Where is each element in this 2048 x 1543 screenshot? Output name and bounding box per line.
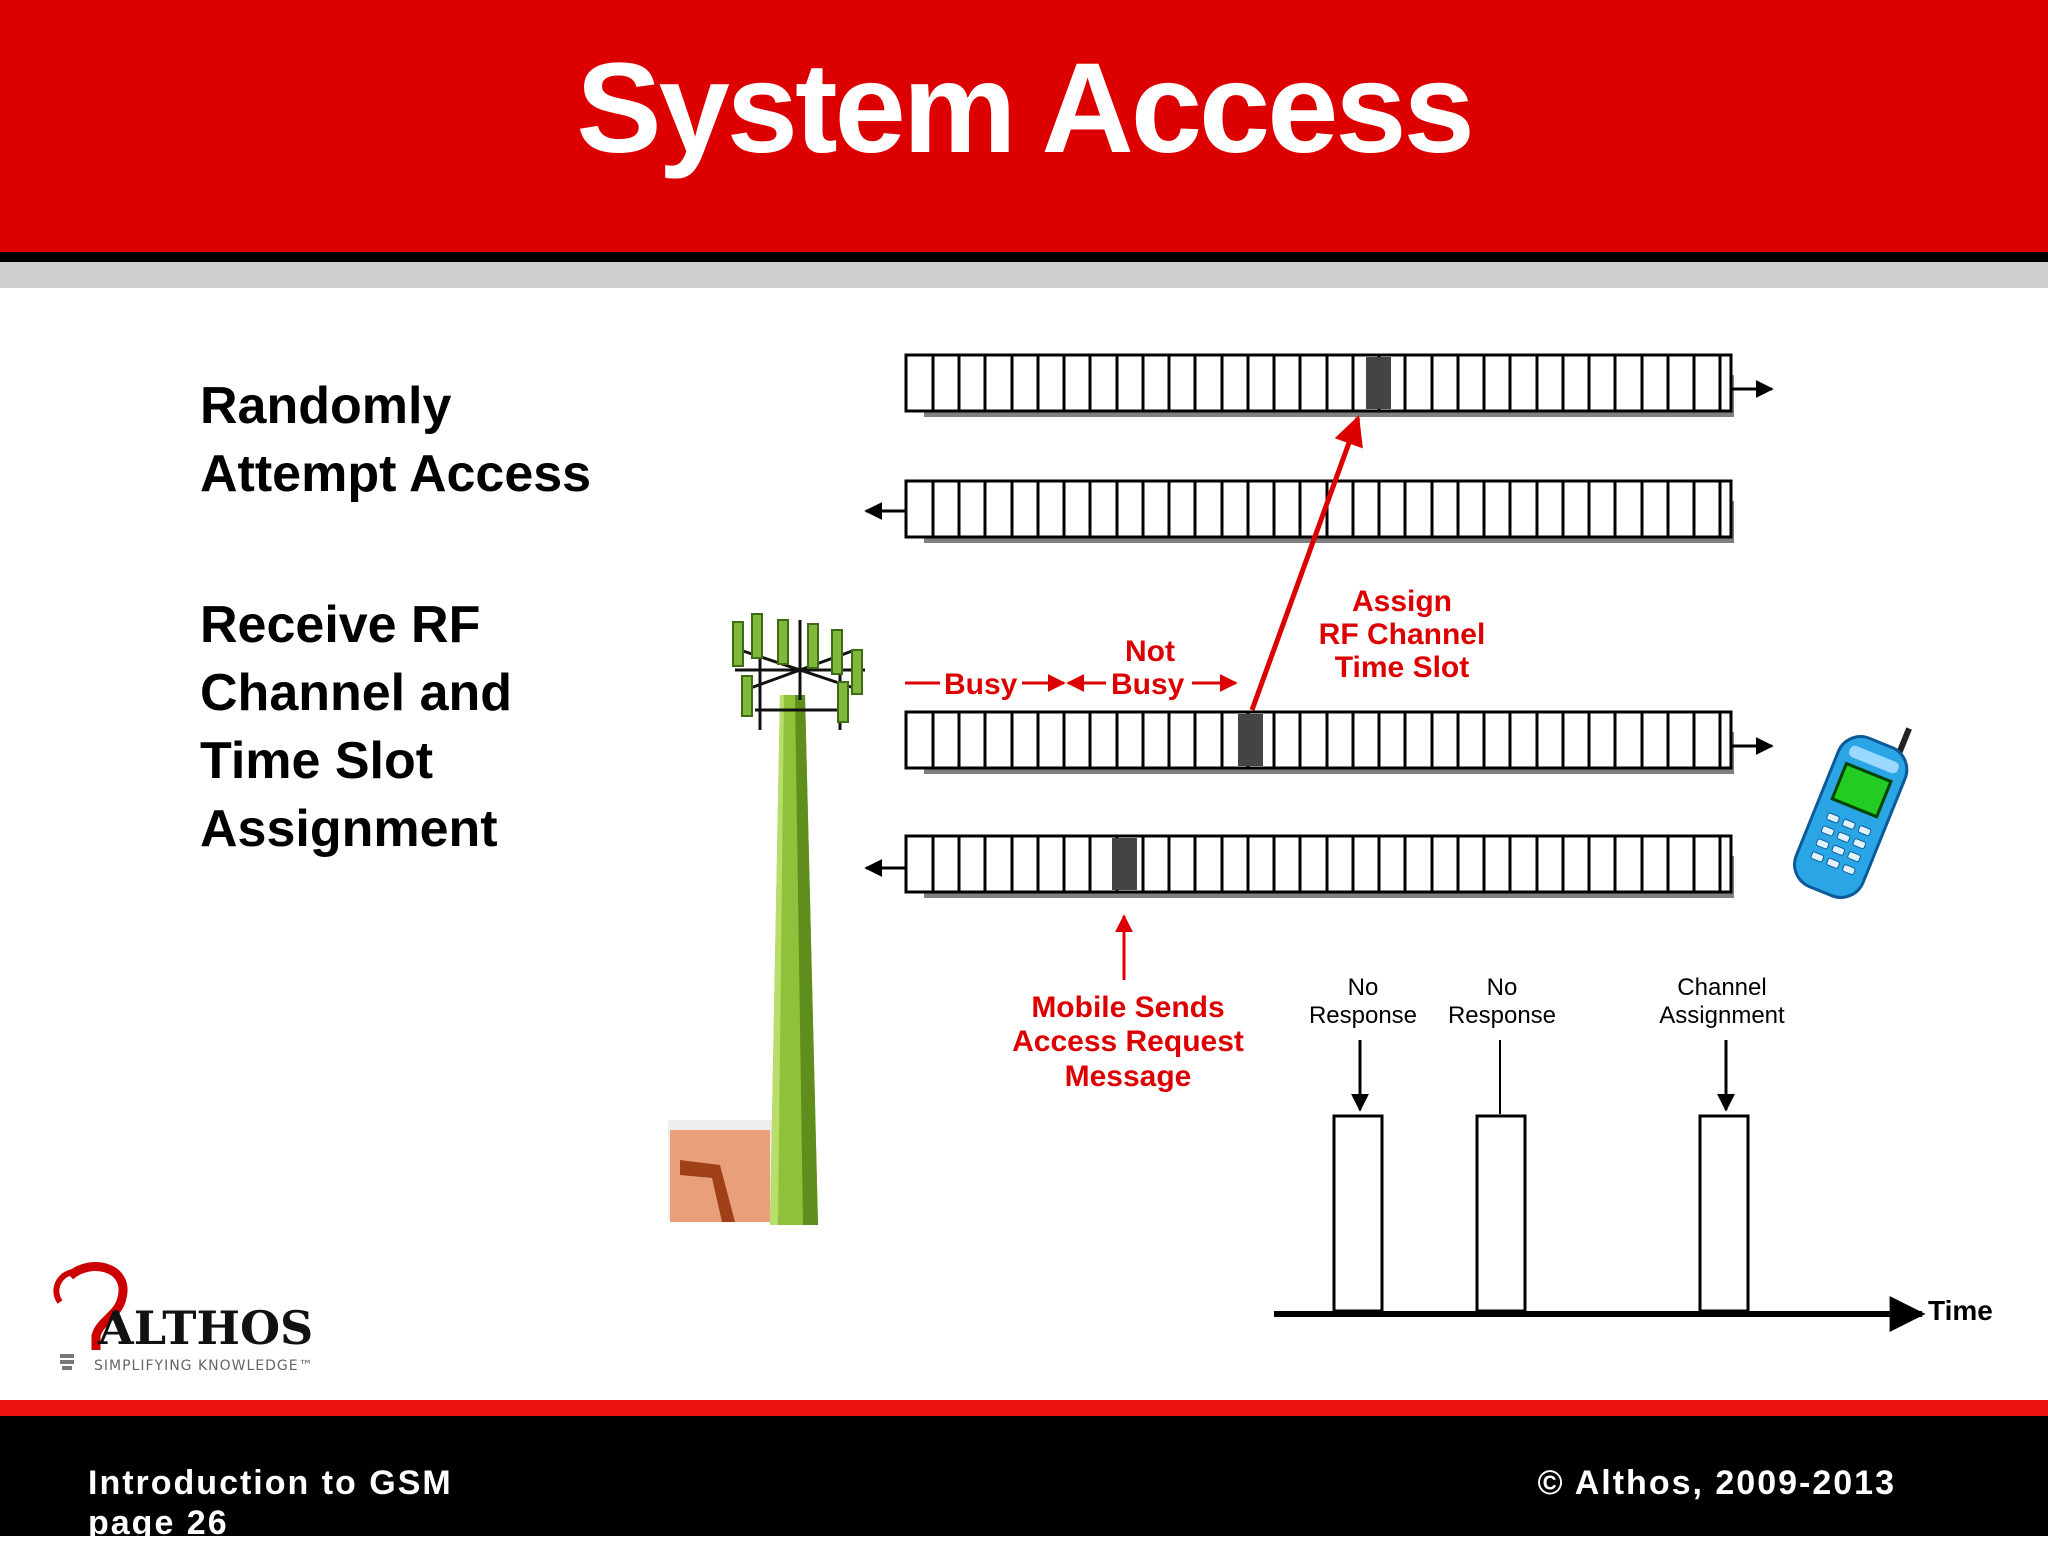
title-bar [0,0,2048,252]
time-axis-label: Time [1928,1295,1993,1326]
svg-text:Busy: Busy [1111,668,1185,701]
assign-arrow [1249,415,1363,711]
svg-text:Mobile Sends: Mobile Sends [1031,991,1224,1024]
timing-chart: Time No Response No Response Channel Ass… [1274,974,1993,1332]
uplink-channel-1 [864,479,1734,543]
svg-text:Response: Response [1309,1002,1417,1029]
svg-text:Time Slot: Time Slot [1335,651,1469,684]
svg-text:Channel: Channel [1677,974,1766,1001]
assign-label: Assign RF Channel Time Slot [1319,585,1486,684]
title-bar-shadow [0,262,2048,288]
svg-text:Busy: Busy [944,668,1018,701]
bullet-receive-assignment: Receive RF Channel and Time Slot Assignm… [200,596,513,858]
footer-accent-bar [0,1400,2048,1416]
svg-text:Assign: Assign [1352,585,1452,618]
svg-text:Assignment: Assignment [1659,1002,1785,1029]
bullet-random-access: Randomly Attempt Access [200,377,592,503]
mobile-phone-icon [1793,727,1912,899]
downlink-channel-2 [904,710,1774,774]
pulse-1 [1332,1114,1384,1313]
svg-text:Access Request: Access Request [1012,1025,1244,1058]
svg-text:Response: Response [1448,1002,1556,1029]
althos-logo: ALTHOS SIMPLIFYING KNOWLEDGE™ [53,1262,314,1374]
cell-tower-icon [668,613,865,1225]
busy-annotation: Busy Not Busy [905,635,1238,701]
access-request-label: Mobile Sends Access Request Message [1012,991,1244,1093]
pulse-2 [1475,1114,1527,1313]
pulse-3 [1698,1114,1750,1313]
footer-bar [0,1416,2048,1536]
logo-wordmark: ALTHOS [97,1301,313,1355]
downlink-channel-1 [904,353,1774,417]
svg-text:Not: Not [1125,635,1175,668]
footer-course-title: Introduction to GSM [88,1464,453,1502]
svg-text:RF Channel: RF Channel [1319,618,1486,651]
footer-copyright: © Althos, 2009-2013 [1537,1464,1896,1502]
title-bar-rule [0,252,2048,262]
slide-title: System Access [576,37,1475,180]
logo-tagline: SIMPLIFYING KNOWLEDGE™ [94,1358,314,1374]
uplink-channel-2 [864,834,1734,898]
footer-page-number: page 26 [88,1504,229,1542]
svg-text:No: No [1487,974,1518,1001]
svg-text:No: No [1348,974,1379,1001]
svg-text:Message: Message [1065,1060,1192,1093]
